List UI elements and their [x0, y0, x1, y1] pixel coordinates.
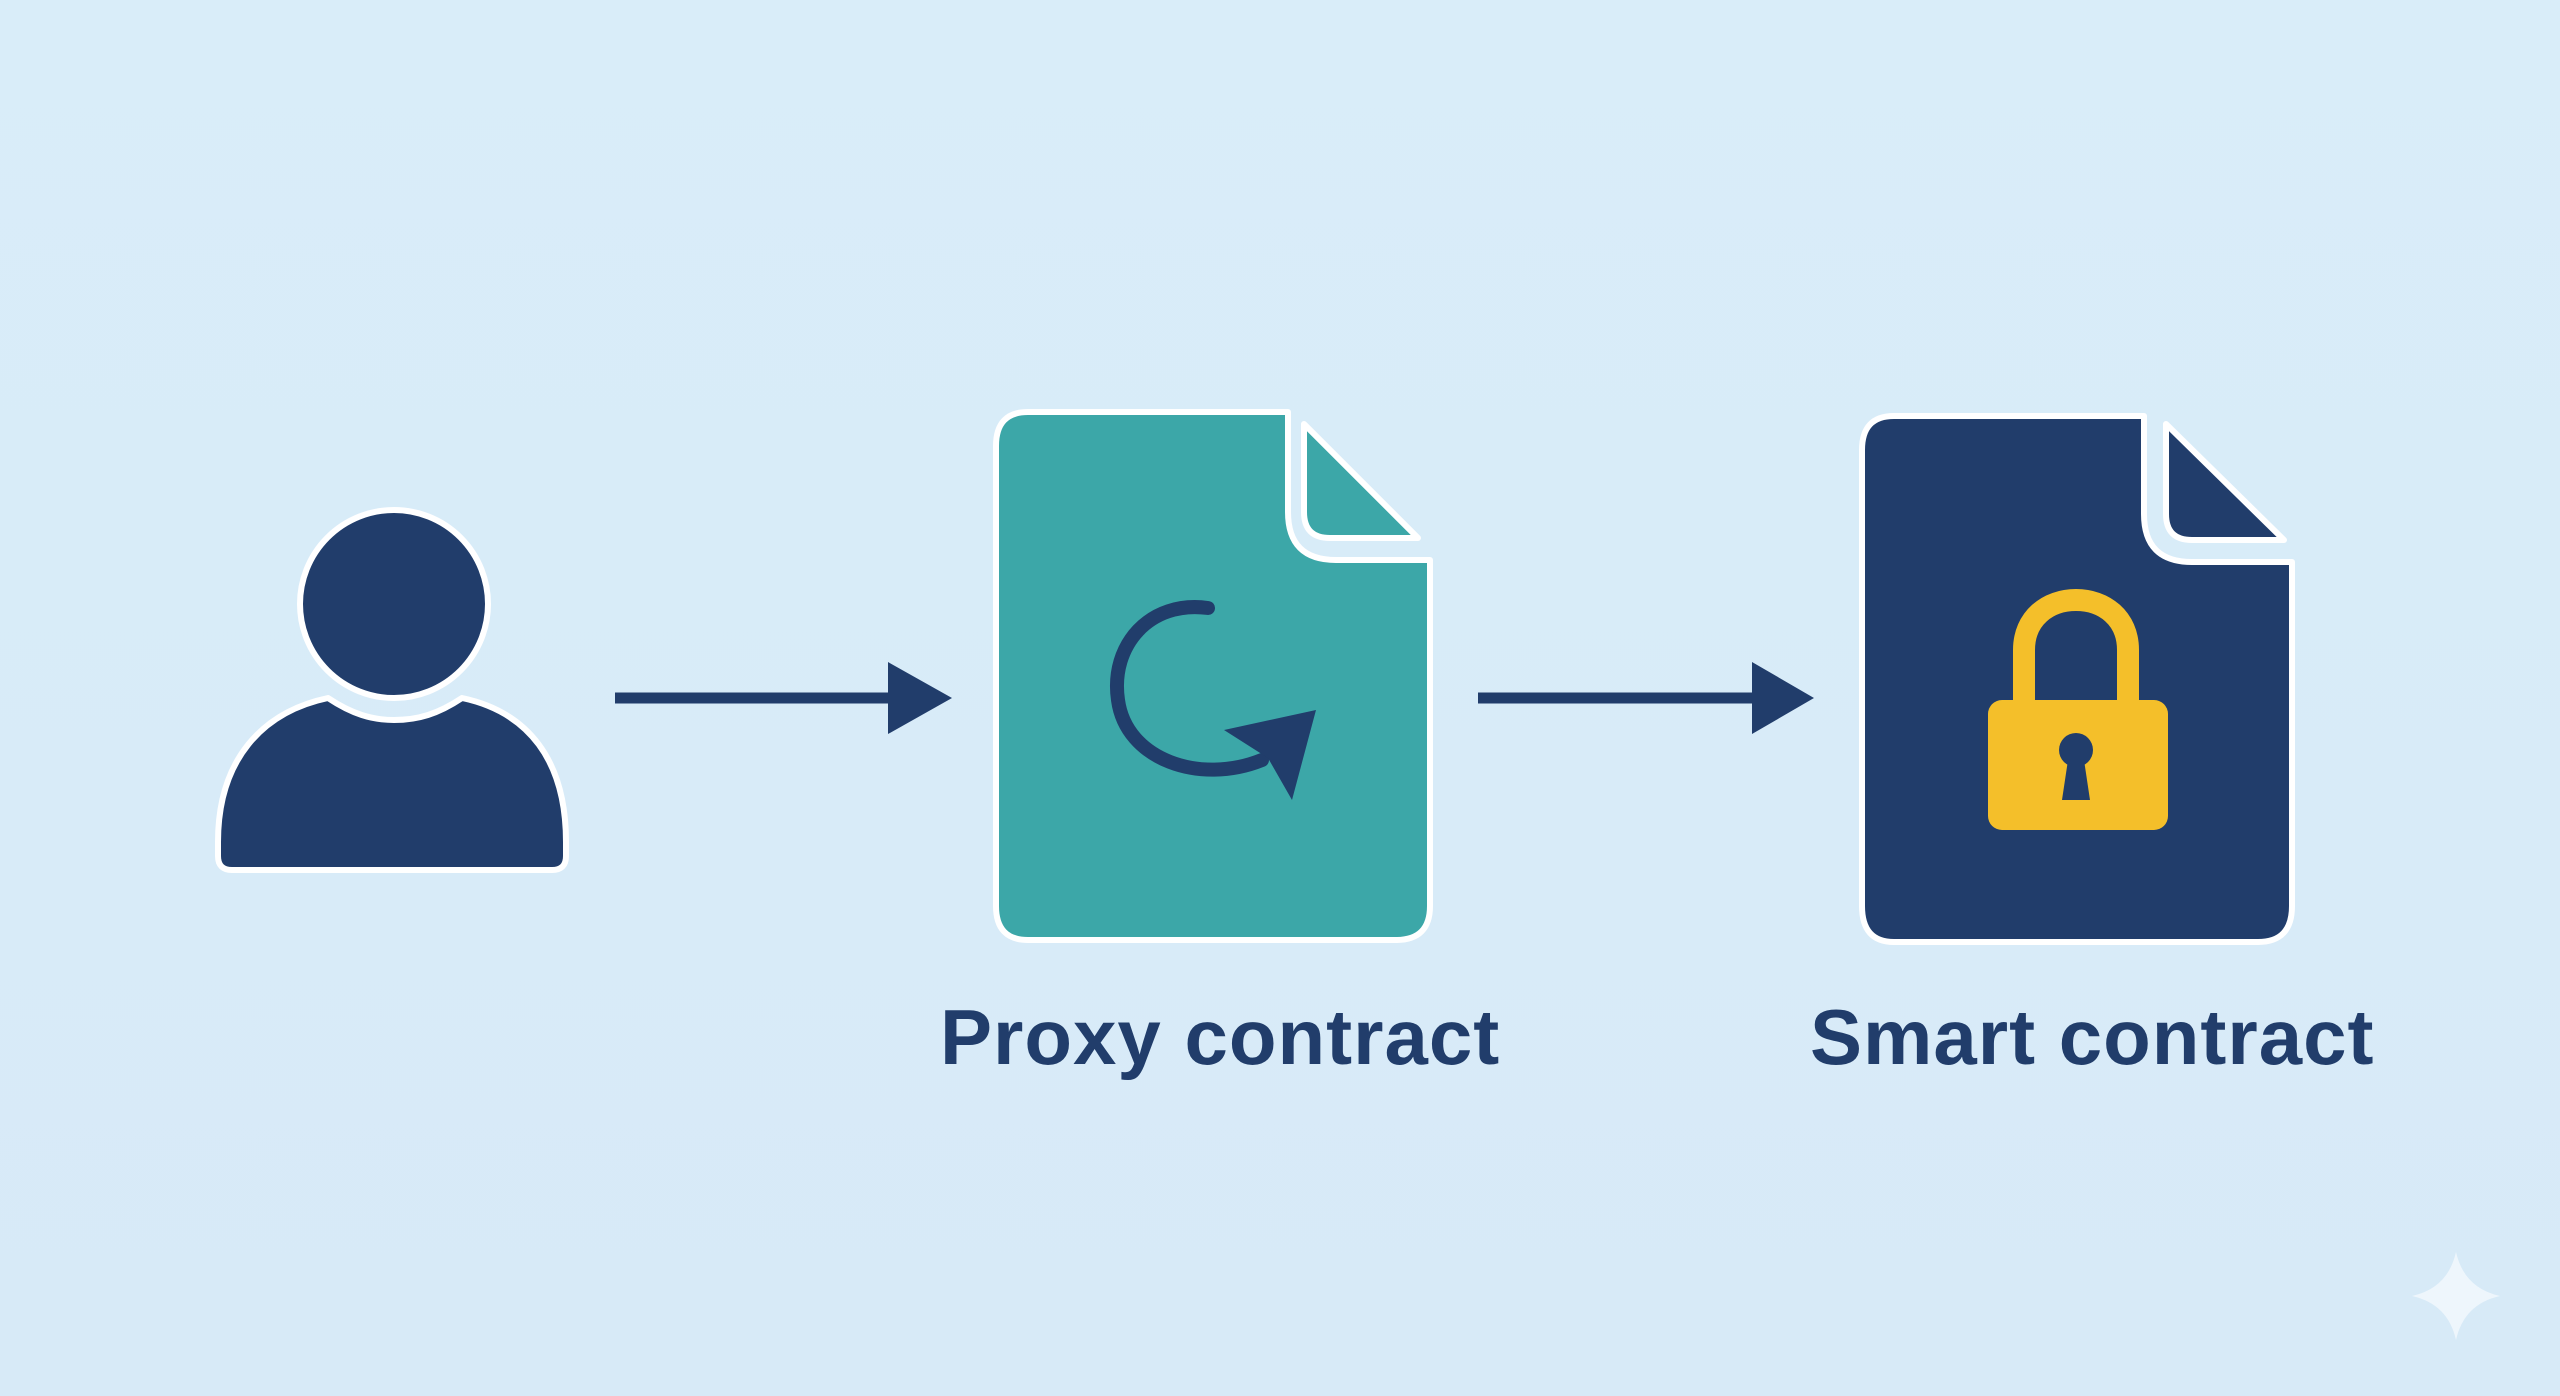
smart-contract-label: Smart contract	[1810, 993, 2375, 1081]
arrow-user-to-proxy	[615, 662, 952, 734]
padlock-icon	[1988, 588, 2168, 830]
proxy-contract-label: Proxy contract	[940, 993, 1501, 1081]
smart-contract-document	[1859, 413, 2295, 945]
user-icon	[215, 507, 569, 873]
refresh-arrow-icon	[1110, 600, 1316, 800]
proxy-contract-document	[993, 409, 1433, 943]
sparkle-icon	[2412, 1252, 2500, 1340]
arrow-proxy-to-smart	[1478, 662, 1814, 734]
